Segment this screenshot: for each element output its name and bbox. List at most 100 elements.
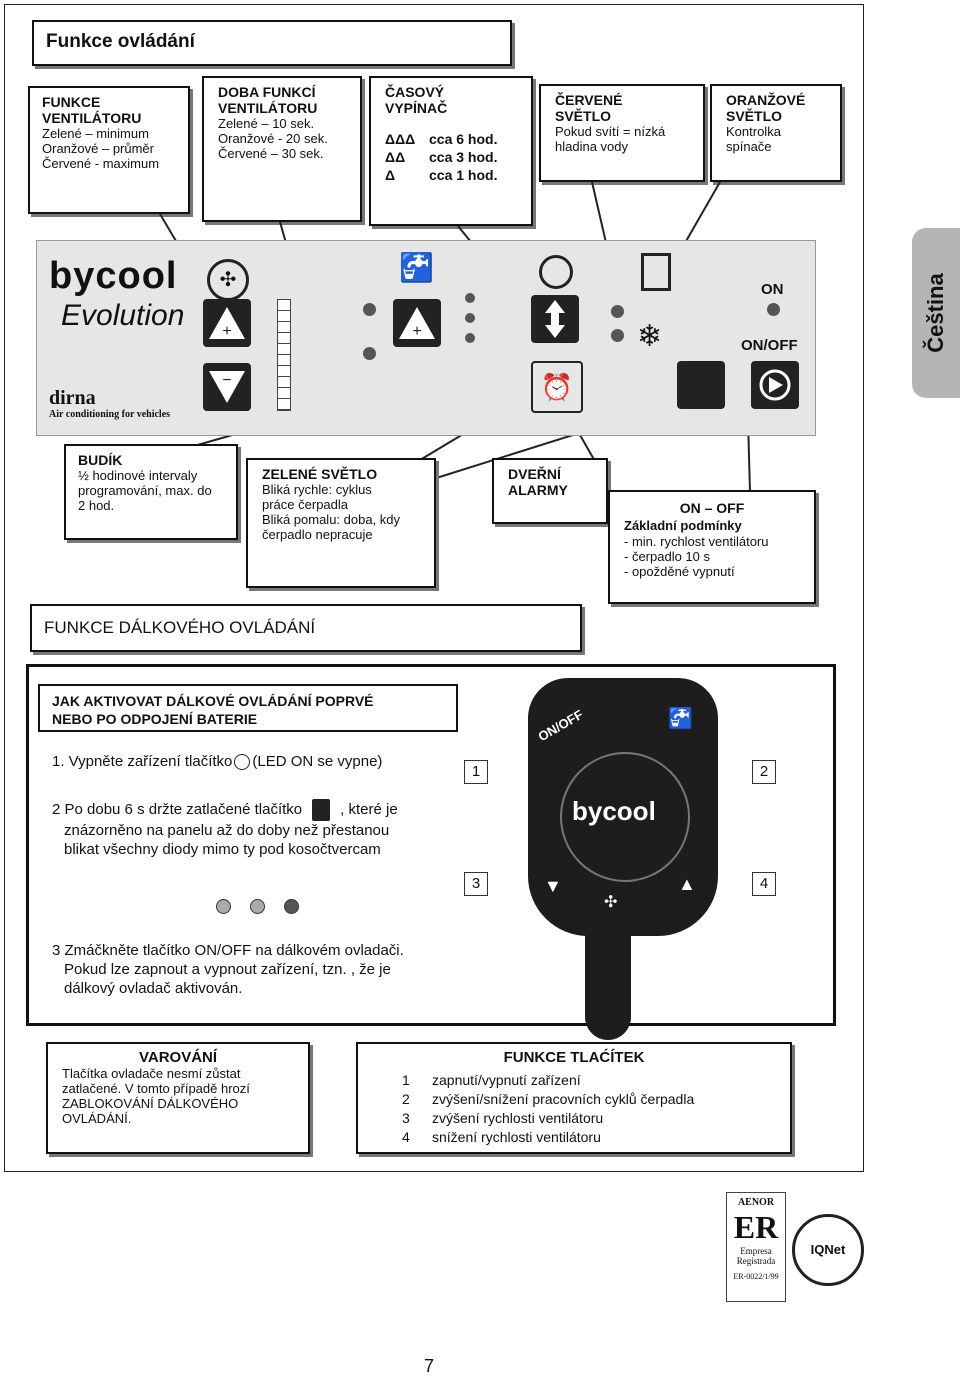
activation-steps: 1. Vypněte zařízení tlačítko(LED ON se v… bbox=[52, 752, 472, 998]
panel-onoff-label: ON/OFF bbox=[741, 337, 798, 354]
fan-time-box: DOBA FUNKCÍ VENTILÁTORU Zelené – 10 sek.… bbox=[202, 76, 362, 222]
iqnet-label: IQNet bbox=[810, 1242, 846, 1257]
function-text: snížení rychlosti ventilátoru bbox=[432, 1129, 601, 1145]
panel-maker: dirna bbox=[49, 387, 96, 409]
step3-text-b: Pokud lze zapnout a vypnout zařízení, tz… bbox=[64, 961, 391, 978]
timer-heading: ČASOVÝ VYPÍNAČ bbox=[385, 84, 448, 116]
red-light-line: hladina vody bbox=[555, 139, 628, 154]
fan-time-line: Oranžové - 20 sek. bbox=[218, 131, 328, 146]
svg-text:+: + bbox=[222, 323, 231, 340]
panel-maker-sub: Air conditioning for vehicles bbox=[49, 409, 171, 420]
timer-button-icon bbox=[312, 799, 331, 821]
remote-tap-icon: 🚰 bbox=[668, 708, 693, 730]
remote-onoff-label: ON/OFF bbox=[535, 706, 586, 745]
remote-minus-icon: ▼ bbox=[544, 876, 562, 896]
remote-brand: bycool bbox=[572, 796, 656, 826]
alarm-line: programování, max. do bbox=[78, 483, 212, 498]
cert-code: ER-0022/1/99 bbox=[733, 1272, 779, 1281]
page-frame bbox=[4, 4, 864, 1172]
cert-org: AENOR bbox=[737, 1197, 775, 1208]
power-icon bbox=[234, 754, 251, 771]
alarm-line: ½ hodinové intervaly bbox=[78, 468, 198, 483]
panel-model: Evolution bbox=[61, 299, 185, 332]
step2-text-c: znázorněno na panelu až do doby než přes… bbox=[64, 822, 390, 839]
language-tab: Čeština bbox=[912, 228, 960, 398]
fan-up-button[interactable]: + bbox=[203, 299, 251, 347]
cert-l2: Registrada bbox=[736, 1256, 776, 1266]
timer-value: cca 1 hod. bbox=[429, 167, 498, 183]
cert-l1: Empresa bbox=[740, 1246, 772, 1256]
svg-text:−: − bbox=[222, 372, 231, 389]
led-diagram bbox=[52, 859, 472, 929]
orange-light-heading: ORANŽOVÉ SVĚTLO bbox=[726, 92, 806, 124]
timer-value: cca 6 hod. bbox=[429, 131, 498, 147]
onoff-box: ON – OFF Základní podmínky - min. rychlo… bbox=[608, 490, 816, 604]
red-led bbox=[611, 305, 624, 318]
orange-light-line: spínače bbox=[726, 139, 772, 154]
green-light-heading: ZELENÉ SVĚTLO bbox=[262, 466, 378, 482]
panel-on-label: ON bbox=[761, 281, 784, 298]
fan-function-box: FUNKCE VENTILÁTORU Zelené – minimum Oran… bbox=[28, 86, 190, 214]
timer-symbol: ΔΔ bbox=[385, 149, 406, 165]
activation-heading: JAK AKTIVOVAT DÁLKOVÉ OVLÁDÁNÍ POPRVÉ NE… bbox=[52, 693, 374, 727]
function-text: zvýšení/snížení pracovních cyklů čerpadl… bbox=[432, 1091, 695, 1107]
onoff-heading: ON – OFF bbox=[679, 500, 745, 516]
remote-callout-3: 3 bbox=[464, 872, 488, 896]
diagram-led bbox=[216, 899, 231, 914]
fan-function-line: Zelené – minimum bbox=[42, 126, 149, 141]
fan-down-button[interactable]: − bbox=[203, 363, 251, 411]
remote-fan-icon: ✣ bbox=[604, 894, 618, 911]
red-light-box: ČERVENÉ SVĚTLO Pokud svítí = nízká hladi… bbox=[539, 84, 705, 182]
door-alarm-heading: DVEŘNÍ ALARMY bbox=[508, 466, 568, 498]
red-light-heading: ČERVENÉ SVĚTLO bbox=[555, 92, 623, 124]
onoff-line: - čerpadlo 10 s bbox=[624, 549, 710, 564]
step2-text-d: blikat všechny diody mimo ty pod kosočtv… bbox=[64, 841, 381, 858]
step2-text-b: , které je bbox=[340, 800, 398, 818]
step2-text: 2 Po dobu 6 s držte zatlačené tlačítko bbox=[52, 800, 303, 818]
tank-icon bbox=[641, 253, 671, 291]
onoff-line: - opožděné vypnutí bbox=[624, 564, 735, 579]
function-num: 2 bbox=[402, 1091, 410, 1107]
page-number: 7 bbox=[424, 1356, 435, 1376]
cert-mark: ER bbox=[733, 1209, 779, 1245]
diagram-led bbox=[284, 899, 299, 914]
fan-function-heading: FUNKCE VENTILÁTORU bbox=[42, 94, 142, 126]
green-light-line: čerpadlo nepracuje bbox=[262, 527, 373, 542]
onoff-button[interactable] bbox=[751, 361, 799, 409]
fan-function-line: Oranžové – průměr bbox=[42, 141, 154, 156]
fan-level-bar bbox=[277, 299, 291, 411]
alarm-heading: BUDÍK bbox=[78, 452, 123, 468]
remote-callout-1: 1 bbox=[464, 760, 488, 784]
alarm-clock-icon: ⏰ bbox=[531, 361, 583, 413]
clock-icon bbox=[539, 255, 573, 289]
step1-text: 1. Vypněte zařízení tlačítko bbox=[52, 753, 233, 770]
alarm-line: 2 hod. bbox=[78, 498, 115, 513]
step3-text: 3 Zmáčkněte tlačítko ON/OFF na dálkovém … bbox=[52, 942, 404, 959]
orange-light-line: Kontrolka bbox=[726, 124, 781, 139]
warning-line: Tlačítka ovladače nesmí zůstat bbox=[62, 1066, 241, 1081]
green-light-line: práce čerpadla bbox=[262, 497, 348, 512]
function-text: zapnutí/vypnutí zařízení bbox=[432, 1072, 581, 1088]
pump-up-button[interactable]: + bbox=[393, 299, 441, 347]
diagram-led bbox=[250, 899, 265, 914]
svg-text:+: + bbox=[412, 323, 421, 340]
fan-led bbox=[363, 303, 376, 316]
timer-symbol: ΔΔΔ bbox=[385, 131, 416, 147]
green-light-line: Bliká pomalu: doba, kdy bbox=[262, 512, 401, 527]
activation-heading-box: JAK AKTIVOVAT DÁLKOVÉ OVLÁDÁNÍ POPRVÉ NE… bbox=[38, 684, 458, 732]
panel-brand: bycool bbox=[49, 255, 178, 297]
snowflake-icon: ❄ bbox=[637, 320, 663, 353]
control-panel: bycool Evolution dirna Air conditioning … bbox=[36, 240, 816, 436]
alarm-box: BUDÍK ½ hodinové intervaly programování,… bbox=[64, 444, 238, 540]
function-text: zvýšení rychlosti ventilátoru bbox=[432, 1110, 604, 1126]
aenor-cert: AENOR ER Empresa Registrada ER-0022/1/99 bbox=[726, 1192, 786, 1302]
fan-time-line: Červené – 30 sek. bbox=[218, 146, 324, 161]
warning-line: OVLÁDÁNÍ. bbox=[62, 1111, 132, 1126]
iqnet-seal: IQNet bbox=[792, 1214, 864, 1286]
remote-title: FUNKCE DÁLKOVÉHO OVLÁDÁNÍ bbox=[44, 618, 316, 637]
warning-line: ZABLOKOVÁNÍ DÁLKOVÉHO bbox=[62, 1096, 239, 1111]
warning-box: VAROVÁNÍ Tlačítka ovladače nesmí zůstat … bbox=[46, 1042, 310, 1154]
timer-button[interactable] bbox=[531, 295, 579, 343]
timer-led bbox=[465, 313, 475, 323]
